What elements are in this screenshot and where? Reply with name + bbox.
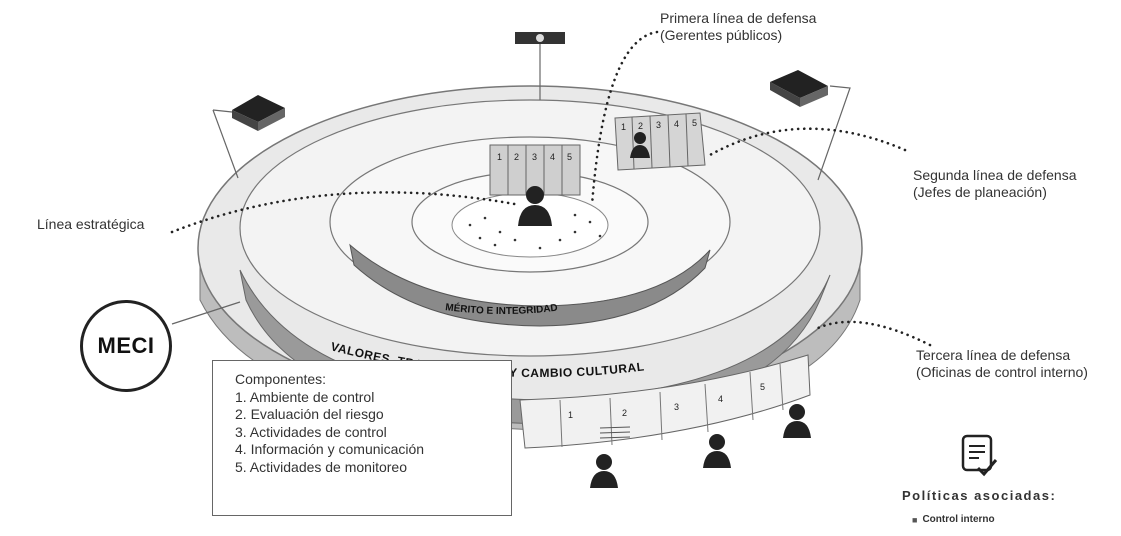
tercera-person-icon-3 xyxy=(783,404,811,438)
first-line-person-icon xyxy=(630,132,650,158)
callout-primera xyxy=(590,30,659,207)
first-line-panel: 1 2 3 4 5 xyxy=(614,112,706,171)
svg-text:3: 3 xyxy=(656,120,661,130)
label-primera-linea: Primera línea de defensa (Gerentes públi… xyxy=(660,10,816,44)
inner-ring-band xyxy=(349,243,711,327)
components-box: Componentes: 1. Ambiente de control 2. E… xyxy=(212,360,512,516)
svg-text:5: 5 xyxy=(567,152,572,162)
label-segunda-linea: Segunda línea de defensa (Jefes de plane… xyxy=(913,167,1076,201)
svg-text:5: 5 xyxy=(760,382,765,392)
policies-title: Políticas asociadas: xyxy=(902,488,1057,503)
policy-document-icon xyxy=(961,434,998,477)
center-dots xyxy=(468,213,602,250)
svg-text:1: 1 xyxy=(497,152,502,162)
svg-text:2: 2 xyxy=(622,408,627,418)
label-primera-subtitle: (Gerentes públicos) xyxy=(660,27,783,43)
svg-text:2: 2 xyxy=(514,152,519,162)
outer-grid-panel: 1 2 3 4 5 xyxy=(519,354,811,449)
label-segunda-subtitle: (Jefes de planeación) xyxy=(913,184,1047,200)
component-item-3: 3. Actividades de control xyxy=(235,423,387,440)
label-segunda-title: Segunda línea de defensa xyxy=(913,167,1077,183)
policy-item-control-interno: Control interno xyxy=(922,514,995,525)
svg-text:1: 1 xyxy=(621,122,626,132)
label-tercera-linea: Tercera línea de defensa (Oficinas de co… xyxy=(916,347,1088,381)
svg-text:1: 1 xyxy=(568,410,573,420)
label-tercera-subtitle: (Oficinas de control interno) xyxy=(916,364,1088,380)
central-person-icon xyxy=(518,186,552,226)
components-title: Componentes: xyxy=(235,371,327,387)
svg-text:4: 4 xyxy=(718,394,723,404)
svg-text:2: 2 xyxy=(638,121,643,131)
tercera-person-icon-2 xyxy=(703,434,731,468)
connector-lines xyxy=(171,44,851,325)
svg-text:3: 3 xyxy=(674,402,679,412)
component-item-5: 5. Actividades de monitoreo xyxy=(235,458,407,475)
policies-list: ■ Control interno xyxy=(912,514,995,525)
tercera-person-icon-1 xyxy=(590,454,618,488)
left-book-icon xyxy=(232,95,285,131)
svg-text:4: 4 xyxy=(674,119,679,129)
label-linea-estrategica: Línea estratégica xyxy=(37,216,145,232)
right-book-icon xyxy=(770,70,828,107)
component-item-4: 4. Información y comunicación xyxy=(235,441,425,457)
callout-segunda xyxy=(708,127,907,157)
svg-text:3: 3 xyxy=(532,152,537,162)
bullet-icon: ■ xyxy=(912,514,918,525)
label-tercera-title: Tercera línea de defensa xyxy=(916,347,1071,363)
callout-tercera xyxy=(816,320,932,347)
component-item-1: 1. Ambiente de control xyxy=(235,388,375,405)
component-item-2: 2. Evaluación del riesgo xyxy=(235,406,384,422)
label-primera-title: Primera línea de defensa xyxy=(660,10,817,26)
svg-text:4: 4 xyxy=(550,152,555,162)
callout-estrategica xyxy=(170,191,522,234)
meci-badge: MECI xyxy=(80,300,172,392)
dotted-callouts xyxy=(170,30,932,347)
top-banner-icon xyxy=(515,32,565,44)
svg-text:5: 5 xyxy=(692,118,697,128)
